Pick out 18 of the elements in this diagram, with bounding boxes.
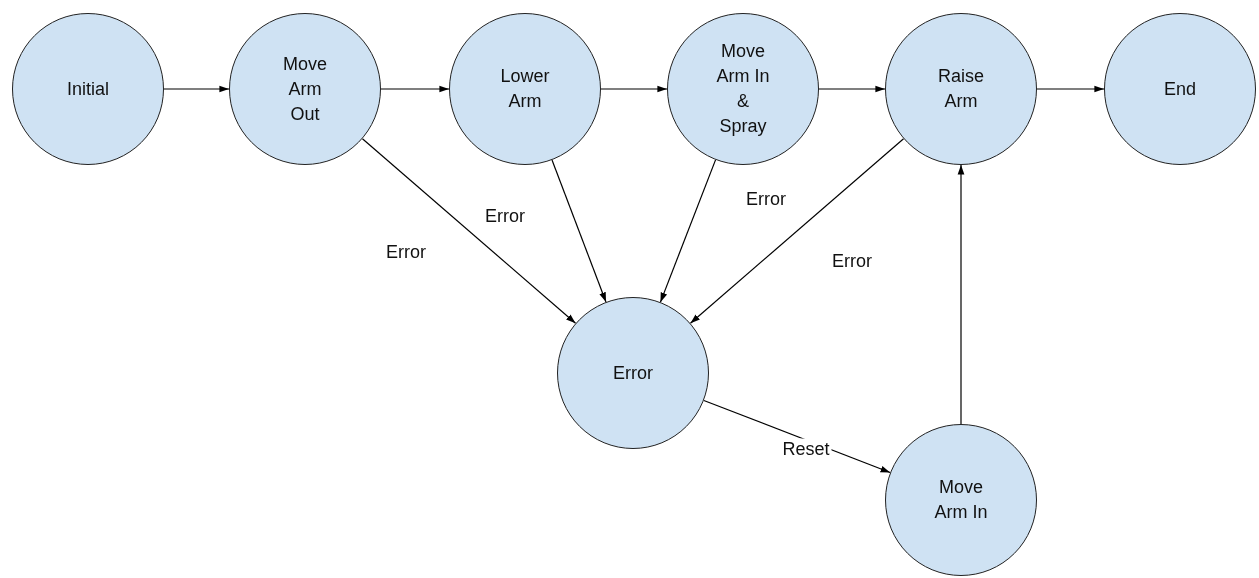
state-name: Move Arm In & Spray [715, 40, 771, 138]
arrow [818, 85, 886, 93]
state-name: Move Arm In [933, 476, 989, 524]
arrow [659, 159, 717, 303]
state-name: End [1163, 77, 1197, 101]
arrow [1036, 85, 1105, 93]
arrow [689, 138, 905, 324]
state-name: Initial [66, 77, 110, 101]
arrow [163, 85, 230, 93]
arrow [380, 85, 450, 93]
state-name: Error [612, 361, 654, 385]
state-name: Raise Arm [937, 65, 985, 113]
arrow [551, 159, 607, 303]
arrow [600, 85, 668, 93]
arrow [361, 138, 577, 324]
arrow [957, 164, 965, 425]
state-name: Lower Arm [499, 65, 551, 113]
state-name: Move Arm Out [282, 52, 328, 126]
